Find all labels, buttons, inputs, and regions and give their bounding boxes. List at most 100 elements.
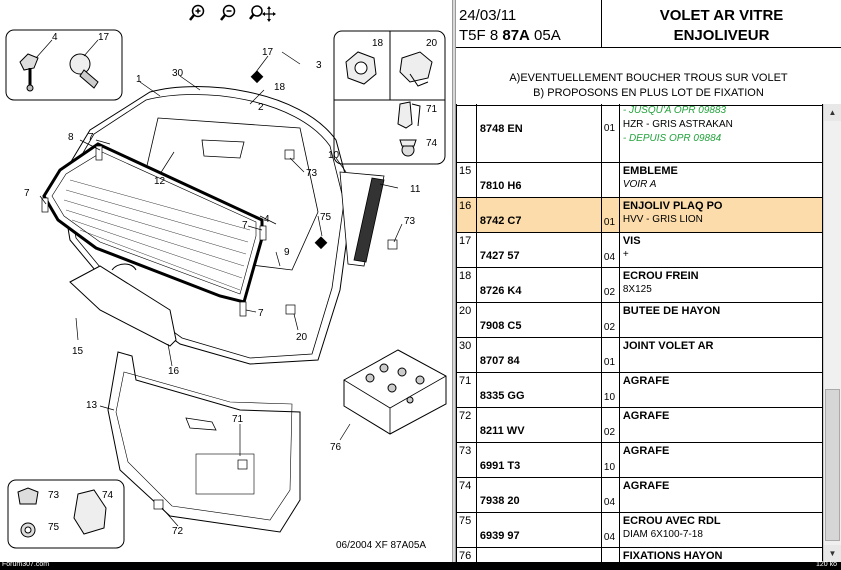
part-quantity-cell: 10 — [600, 372, 620, 408]
part-reference-cell: 7427 57 — [475, 232, 602, 268]
part-reference[interactable]: 7908 C5 — [479, 320, 522, 332]
part-index-cell: 72 — [456, 407, 477, 443]
scroll-up-button[interactable]: ▲ — [824, 104, 841, 121]
inset-box-4-17 — [5, 29, 123, 101]
page-title: VOLET AR VITRE ENJOLIVEUR — [602, 0, 841, 47]
label-73: 73 — [404, 216, 416, 227]
pane-splitter[interactable] — [452, 0, 456, 562]
part-reference[interactable]: 7938 20 — [479, 495, 520, 507]
clip-71-icon — [397, 101, 421, 129]
part-quantity: 01 — [603, 217, 616, 228]
part-quantity-cell: 04 — [600, 232, 620, 268]
part-detail — [620, 424, 822, 438]
label-73: 73 — [306, 168, 318, 179]
label-12: 12 — [154, 176, 166, 187]
screw-4-icon — [19, 53, 39, 92]
part-reference[interactable]: 8726 K4 — [479, 285, 522, 297]
part-index: 16 — [459, 200, 472, 212]
parts-scrollbar[interactable]: ▲ ▼ — [823, 104, 841, 562]
label-18: 18 — [372, 38, 384, 49]
part-quantity-cell: 02 — [600, 407, 620, 443]
part-reference[interactable]: 7810 H6 — [479, 180, 522, 192]
license-recess — [195, 453, 255, 495]
part-reference[interactable]: 8335 GG — [479, 390, 525, 402]
part-row[interactable]: 766999 GW01FIXATIONS HAYON — [456, 547, 823, 562]
clip-73-icon — [17, 487, 39, 505]
part-reference[interactable]: 8211 WV — [479, 425, 525, 437]
part-reference-cell: 8707 84 — [475, 337, 602, 373]
part-quantity-cell: 01 — [600, 337, 620, 373]
label-15: 15 — [72, 346, 84, 357]
catalog-header: 24/03/11 T5F 8 87A 05A VOLET AR VITRE EN… — [456, 0, 841, 48]
part-detail — [620, 354, 822, 368]
catalog-code-prefix: T5F 8 — [459, 27, 503, 44]
part-quantity: 01 — [603, 357, 616, 368]
label-9: 9 — [284, 247, 290, 258]
label-75: 75 — [48, 522, 60, 533]
part-index: 20 — [459, 305, 472, 317]
zoom-in-button[interactable] — [186, 3, 208, 23]
scroll-down-button[interactable]: ▼ — [824, 545, 841, 562]
part-name: ENJOLIV PLAQ PO — [622, 200, 723, 212]
exploded-parts-diagram: 4 17 17 3 18 18 20 71 74 30 1 2 8 7 7 7 … — [5, 29, 447, 551]
part-detail — [620, 389, 822, 403]
part-index: 15 — [459, 165, 472, 177]
label-30: 30 — [172, 68, 184, 79]
part-index: 76 — [459, 550, 472, 562]
part-index: 75 — [459, 515, 472, 527]
part-reference[interactable]: 8742 C7 — [479, 215, 522, 227]
part-reference[interactable]: 7427 57 — [479, 250, 520, 262]
label-11: 11 — [410, 184, 421, 195]
clip-markers — [41, 145, 398, 510]
label-75: 75 — [320, 212, 332, 223]
part-index: 17 — [459, 235, 472, 247]
part-detail: HVV - GRIS LION — [622, 214, 703, 225]
handle-recess — [185, 417, 217, 431]
label-17: 17 — [98, 32, 110, 43]
side-seal-11 — [353, 177, 385, 263]
catalog-code: T5F 8 87A 05A — [459, 27, 561, 44]
catalog-notes: A)EVENTUELLEMENT BOUCHER TROUS SUR VOLET… — [456, 47, 841, 106]
part-reference[interactable]: 6939 97 — [479, 530, 520, 542]
part-description-cell: AGRAFE — [618, 372, 823, 408]
part-index-cell: 16 — [456, 197, 477, 233]
label-1: 1 — [136, 74, 142, 85]
pan-button[interactable] — [248, 3, 276, 23]
part-detail — [620, 494, 822, 508]
label-7: 7 — [242, 220, 248, 231]
part-reference[interactable]: 8707 84 — [479, 355, 520, 367]
part-reference[interactable]: 6991 T3 — [479, 460, 521, 472]
part-reference[interactable]: 8748 EN — [479, 123, 523, 135]
nut-markers — [250, 70, 328, 250]
label-76: 76 — [330, 442, 342, 453]
part-index-cell: 17 — [456, 232, 477, 268]
scroll-thumb[interactable] — [825, 389, 840, 541]
label-17: 17 — [262, 47, 274, 58]
status-site: Forum307.com — [2, 561, 50, 568]
part-description-cell: AGRAFE — [618, 407, 823, 443]
part-description-cell: VIS+ — [618, 232, 823, 268]
part-reference-cell: 6999 GW — [475, 547, 602, 562]
zoom-out-button[interactable] — [217, 3, 239, 23]
part-description-cell: AGRAFE — [618, 477, 823, 513]
label-4: 4 — [264, 214, 270, 225]
part-reference-cell: 8748 EN — [475, 104, 602, 163]
part-row[interactable]: 16 8742 C7 01 ENJOLIV PLAQ PO HVV - GRIS LIO… — [456, 197, 823, 233]
inner-trim-panel-13 — [107, 351, 301, 533]
part-detail — [620, 459, 822, 473]
part-name: BUTEE DE HAYON — [622, 305, 721, 317]
